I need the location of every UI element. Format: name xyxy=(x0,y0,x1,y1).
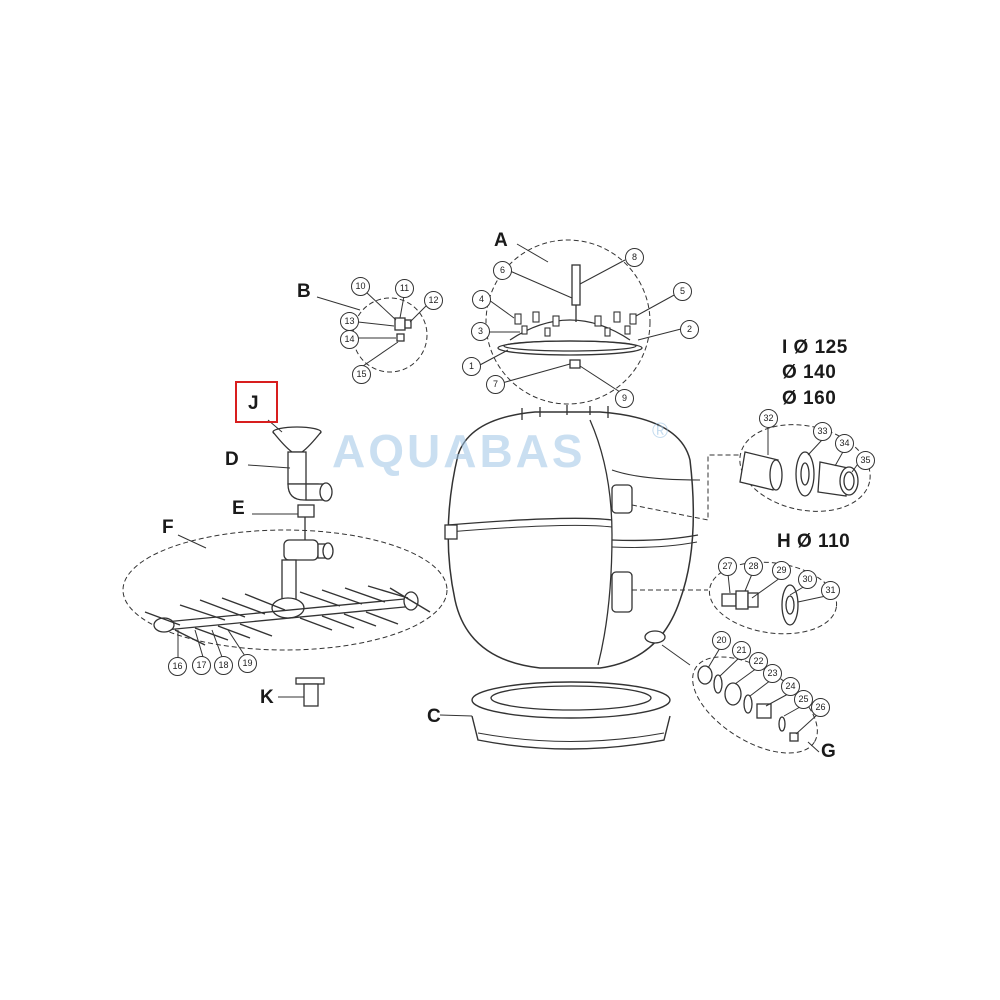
part-callout-15: 15 xyxy=(352,365,371,384)
assembly-label-a: A xyxy=(494,230,508,251)
part-callout-23: 23 xyxy=(763,664,782,683)
part-callout-22: 22 xyxy=(749,652,768,671)
part-callout-8: 8 xyxy=(625,248,644,267)
part-callout-32: 32 xyxy=(759,409,778,428)
dimension-140: Ø 140 xyxy=(782,362,837,383)
highlight-box xyxy=(235,381,278,423)
part-callout-9: 9 xyxy=(615,389,634,408)
part-callout-24: 24 xyxy=(781,677,800,696)
assembly-label-f: F xyxy=(162,517,174,538)
part-callout-35: 35 xyxy=(856,451,875,470)
watermark-registered-mark: ® xyxy=(652,418,669,443)
part-callout-10: 10 xyxy=(351,277,370,296)
part-callout-31: 31 xyxy=(821,581,840,600)
part-callout-27: 27 xyxy=(718,557,737,576)
part-callout-4: 4 xyxy=(472,290,491,309)
lateral-arms xyxy=(122,529,448,658)
part-callout-1: 1 xyxy=(462,357,481,376)
assembly-label-g: G xyxy=(821,741,836,762)
small-nozzle xyxy=(278,677,325,707)
assembly-label-b: B xyxy=(297,281,311,302)
valve-detail-group xyxy=(316,291,429,373)
flange-kit-i xyxy=(739,424,871,512)
part-callout-12: 12 xyxy=(424,291,443,310)
part-callout-5: 5 xyxy=(673,282,692,301)
diffuser-funnel xyxy=(267,419,322,453)
part-callout-18: 18 xyxy=(214,656,233,675)
dimension-i-125: I Ø 125 xyxy=(782,337,848,358)
collector-hub xyxy=(252,504,334,561)
filter-tank xyxy=(444,405,740,669)
part-callout-7: 7 xyxy=(486,375,505,394)
central-pipe xyxy=(247,451,333,502)
dimension-160: Ø 160 xyxy=(782,388,837,409)
assembly-label-e: E xyxy=(232,498,245,519)
dimension-h-110: H Ø 110 xyxy=(777,531,851,552)
part-callout-14: 14 xyxy=(340,330,359,349)
assembly-label-j: J xyxy=(248,393,259,414)
part-callout-21: 21 xyxy=(732,641,751,660)
part-callout-13: 13 xyxy=(340,312,359,331)
assembly-label-k: K xyxy=(260,687,274,708)
part-callout-20: 20 xyxy=(712,631,731,650)
part-callout-25: 25 xyxy=(794,690,813,709)
part-callout-34: 34 xyxy=(835,434,854,453)
watermark-text: AQUABAS xyxy=(332,425,586,477)
part-callout-11: 11 xyxy=(395,279,414,298)
part-callout-29: 29 xyxy=(772,561,791,580)
part-callout-28: 28 xyxy=(744,557,763,576)
part-callout-33: 33 xyxy=(813,422,832,441)
part-callout-16: 16 xyxy=(168,657,187,676)
lid-assembly-group xyxy=(477,239,682,405)
part-callout-19: 19 xyxy=(238,654,257,673)
part-callout-3: 3 xyxy=(471,322,490,341)
union-kit-h xyxy=(708,561,838,635)
tank-base xyxy=(439,681,671,750)
part-callout-17: 17 xyxy=(192,656,211,675)
assembly-label-c: C xyxy=(427,706,441,727)
part-callout-26: 26 xyxy=(811,698,830,717)
part-callout-2: 2 xyxy=(680,320,699,339)
part-callout-6: 6 xyxy=(493,261,512,280)
assembly-label-d: D xyxy=(225,449,239,470)
part-callout-30: 30 xyxy=(798,570,817,589)
drain-kit-g xyxy=(692,647,820,754)
